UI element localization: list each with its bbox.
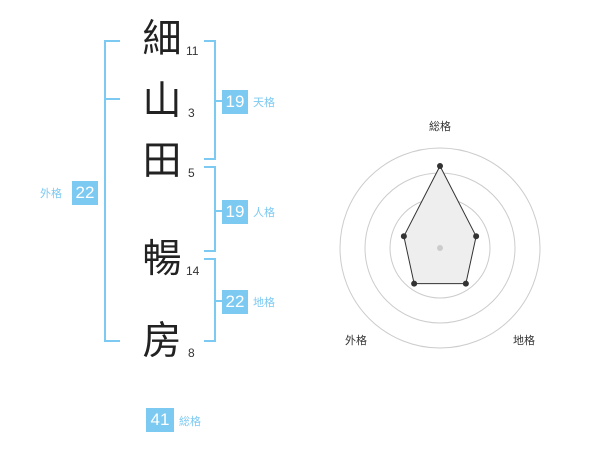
- name-char-2: 山: [142, 79, 182, 124]
- radar-axis-label-3: 外格: [345, 333, 367, 347]
- soukaku-label: 総格: [179, 415, 201, 428]
- chikaku-badge: 22: [222, 290, 248, 314]
- radar-axis-label-0: 総格: [429, 119, 451, 133]
- tenkaku-tick: [216, 100, 222, 102]
- radar-point-2: [462, 280, 469, 287]
- stroke-count-4: 14: [186, 264, 200, 278]
- radar-point-1: [473, 233, 480, 240]
- radar-point-4: [400, 233, 407, 240]
- soukaku-badge: 41: [146, 408, 174, 432]
- gaikaku-label: 外格: [40, 187, 62, 200]
- name-char-3: 田: [142, 139, 182, 184]
- name-char-4: 暢: [142, 237, 182, 282]
- radar-point-3: [411, 280, 418, 287]
- radar-center: [437, 245, 443, 251]
- chikaku-tick: [216, 300, 222, 302]
- chikaku-bracket: [204, 258, 216, 342]
- stroke-count-2: 3: [188, 106, 195, 120]
- jinkaku-badge: 19: [222, 200, 248, 224]
- stroke-count-5: 8: [188, 346, 195, 360]
- gaikaku-badge: 22: [72, 181, 98, 205]
- jinkaku-tick: [216, 210, 222, 212]
- name-char-5: 房: [142, 319, 182, 364]
- stroke-count-3: 5: [188, 166, 195, 180]
- radar-polygon: [403, 164, 477, 285]
- gaikaku-tick: [104, 98, 120, 100]
- tenkaku-bracket: [204, 40, 216, 160]
- radar-point-0: [437, 163, 443, 169]
- radar-chart: 総格天格地格外格人格: [339, 119, 541, 349]
- radar-ring-4: [339, 147, 541, 349]
- jinkaku-label: 人格: [253, 206, 275, 219]
- radar-axis-label-2: 地格: [513, 333, 535, 347]
- chikaku-label: 地格: [253, 296, 275, 309]
- jinkaku-bracket: [204, 166, 216, 252]
- tenkaku-badge: 19: [222, 90, 248, 114]
- name-char-1: 細: [142, 17, 182, 62]
- stroke-count-1: 11: [186, 44, 199, 58]
- tenkaku-label: 天格: [253, 96, 275, 109]
- gaikaku-bracket: [104, 40, 120, 342]
